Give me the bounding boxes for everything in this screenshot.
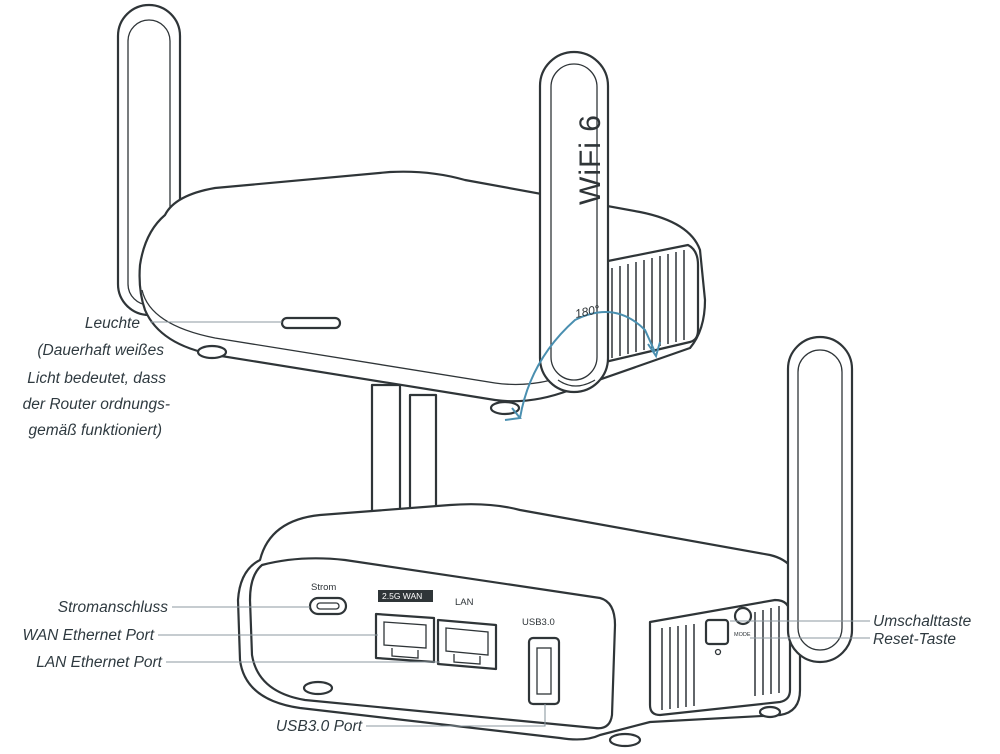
top-router-body xyxy=(138,170,707,416)
usb-port-label: USB3.0 xyxy=(522,617,555,628)
callout-wan-port: WAN Ethernet Port xyxy=(22,627,154,644)
rotation-arrow: 180° xyxy=(504,302,661,421)
bottom-front-antenna xyxy=(786,335,854,664)
rotation-angle-label: 180° xyxy=(574,302,601,321)
mode-switch xyxy=(704,618,730,656)
callout-reset-button: Reset-Taste xyxy=(873,631,956,648)
top-side-vents xyxy=(611,250,685,358)
top-front-antenna: WiFi 6 xyxy=(538,50,610,394)
callout-lan-port: LAN Ethernet Port xyxy=(36,654,162,671)
callout-led-note-3: der Router ordnungs- xyxy=(23,396,170,413)
power-port: Strom xyxy=(308,582,348,616)
reset-button: MODE xyxy=(733,606,753,638)
wan-port-label: 2.5G WAN xyxy=(382,591,422,601)
power-port-label: Strom xyxy=(311,582,336,593)
mode-label: MODE xyxy=(734,632,751,638)
callout-led-note-4: gemäß funktioniert) xyxy=(28,422,162,439)
lan-port: LAN xyxy=(436,597,498,671)
wan-port: 2.5G WAN xyxy=(374,590,436,664)
wifi6-badge: WiFi 6 xyxy=(574,114,607,205)
lan-port-label: LAN xyxy=(455,597,474,608)
usb-port: USB3.0 xyxy=(522,617,561,706)
callout-power-port: Stromanschluss xyxy=(58,599,169,616)
bottom-back-antenna xyxy=(370,383,438,522)
callout-mode-switch: Umschalttaste xyxy=(873,613,972,630)
callout-usb-port: USB3.0 Port xyxy=(276,718,363,735)
led-light xyxy=(280,316,342,330)
callout-led-note-2: Licht bedeutet, dass xyxy=(27,370,166,387)
callout-led-title: Leuchte xyxy=(85,315,141,332)
usb-leader xyxy=(366,704,546,727)
callout-led-note-1: (Dauerhaft weißes xyxy=(37,342,164,359)
